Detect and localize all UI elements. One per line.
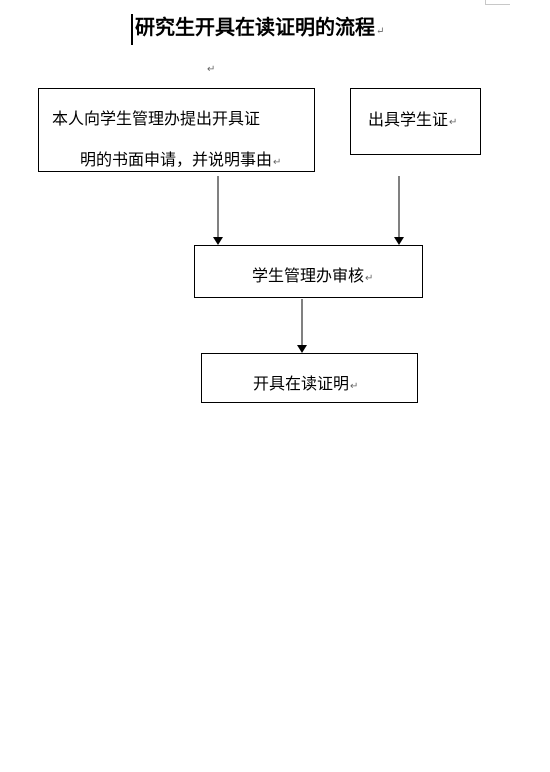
paragraph-mark-icon: ↵ [273, 157, 282, 168]
node-request-line1-text: 本人向学生管理办提出开具证 [52, 109, 261, 128]
paragraph-mark-icon: ↵ [207, 64, 216, 75]
paragraph-mark-icon: ↵ [365, 273, 374, 284]
paragraph-mark-icon: ↵ [350, 381, 359, 392]
node-request: 本人向学生管理办提出开具证 明的书面申请，并说明事由↵ [38, 88, 315, 172]
node-request-line2: 明的书面申请，并说明事由↵ [80, 146, 281, 170]
node-student-card-text: 出具学生证 [368, 110, 449, 129]
node-request-line2-text: 明的书面申请，并说明事由 [80, 150, 273, 169]
paragraph-mark-icon: ↵ [449, 117, 458, 128]
title-text: 研究生开具在读证明的流程 [135, 15, 375, 39]
node-review-text: 学生管理办审核 [252, 266, 365, 285]
node-request-line1: 本人向学生管理办提出开具证 [52, 105, 260, 129]
node-review-line1: 学生管理办审核↵ [252, 262, 373, 286]
node-student-card: 出具学生证↵ [350, 88, 481, 155]
paragraph-mark-icon: ↵ [376, 26, 385, 37]
node-issue-line1: 开具在读证明↵ [253, 370, 358, 394]
node-review: 学生管理办审核↵ [194, 245, 423, 298]
page-corner-mark [485, 0, 510, 5]
node-issue: 开具在读证明↵ [201, 353, 418, 403]
node-student-card-line1: 出具学生证↵ [368, 106, 457, 130]
node-issue-text: 开具在读证明 [253, 374, 350, 393]
document-title: 研究生开具在读证明的流程↵ [131, 14, 384, 45]
